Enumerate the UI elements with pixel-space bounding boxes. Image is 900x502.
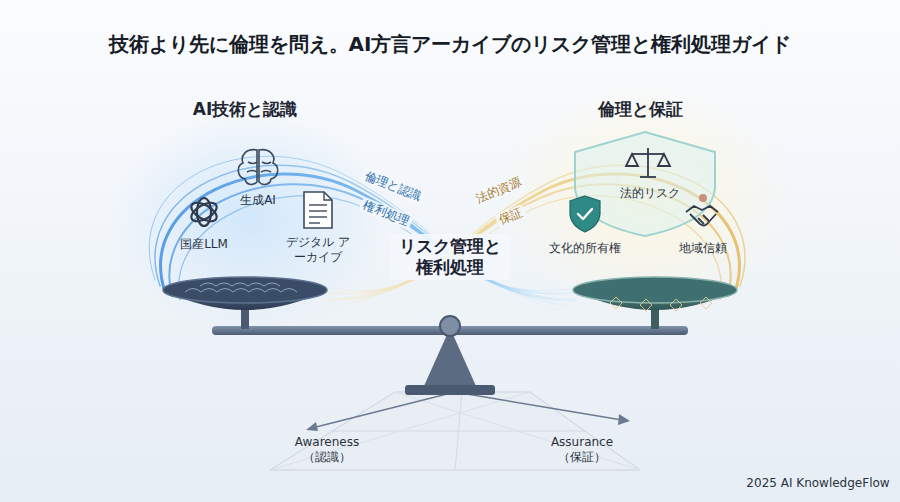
icon-label: 生成AI — [240, 193, 276, 208]
icon-label: 地域信頼 — [679, 241, 727, 256]
page-title: 技術より先に倫理を問え。AI方言アーカイブのリスク管理と権利処理ガイド — [10, 32, 890, 57]
icon-label: 法的リスク — [620, 186, 680, 201]
icon-label: デジタル アーカイブ — [285, 235, 351, 265]
icon-label: 文化的所有権 — [549, 241, 621, 256]
footer-note: 2025 AI KnowledgeFlow — [746, 476, 889, 491]
axis-label: Assurance （保証） — [544, 435, 620, 465]
center-label: リスク管理と 権利処理 — [390, 234, 510, 281]
icon-label: 国産LLM — [180, 237, 228, 252]
group-heading: 倫理と保証 — [598, 99, 683, 120]
group-heading: AI技術と認識 — [193, 99, 297, 120]
axis-label: Awareness （認識） — [289, 435, 365, 465]
